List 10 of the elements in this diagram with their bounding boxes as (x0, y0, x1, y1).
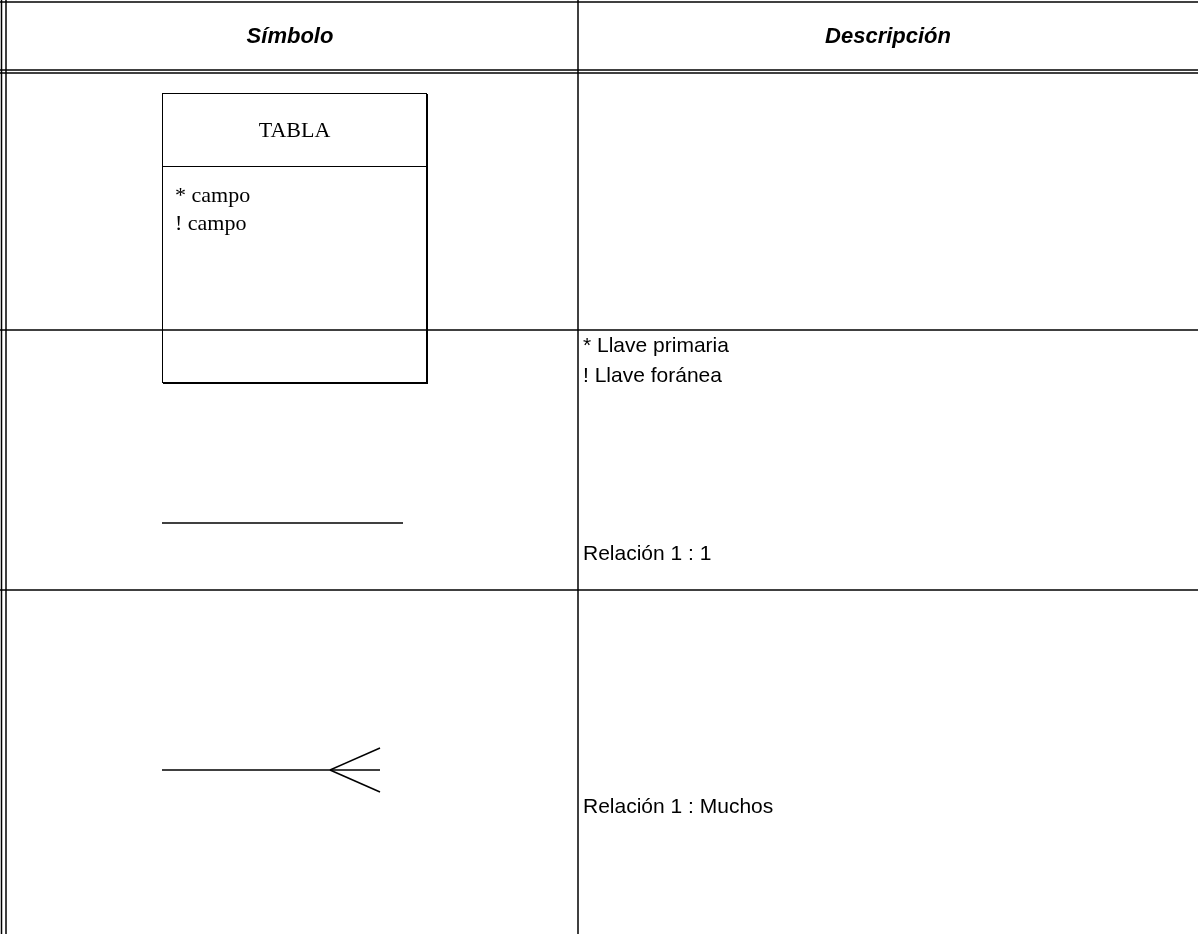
description-text: Relación 1 : Muchos (583, 794, 774, 818)
field-name: * campo (175, 182, 251, 208)
description-text: Relación 1 : 1 (583, 541, 712, 565)
field-name: ! campo (175, 210, 247, 236)
description-text: * Llave primaria (583, 333, 729, 357)
description-text: ! Llave foránea (583, 363, 722, 387)
column-header: Descripción (825, 23, 951, 49)
entity-box (162, 93, 427, 383)
column-header: Símbolo (246, 23, 334, 49)
table-name: TABLA (258, 117, 331, 143)
